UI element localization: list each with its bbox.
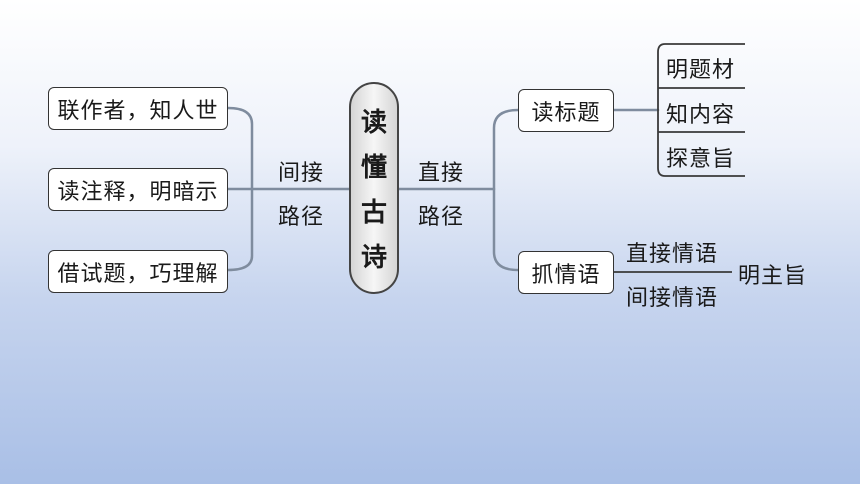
direct-label-bottom: 路径: [418, 205, 465, 230]
center-char-1: 读: [360, 108, 387, 138]
direct-label-top: 直接: [418, 161, 465, 186]
center-topic: 读 懂 古 诗: [349, 82, 399, 294]
indirect-item-3: 借试题，巧理解: [48, 250, 228, 293]
indirect-emotion-words: 间接情语: [626, 286, 719, 311]
grasp-emotion-box: 抓情语: [518, 251, 614, 294]
indirect-item-2: 读注释，明暗示: [48, 168, 228, 211]
center-char-3: 古: [360, 198, 387, 228]
read-title-item-2: 知内容: [666, 103, 736, 128]
main-theme-result: 明主旨: [738, 264, 808, 289]
center-char-2: 懂: [360, 153, 387, 183]
indirect-label-top: 间接: [278, 161, 325, 186]
indirect-label-bottom: 路径: [278, 205, 325, 230]
read-title-item-1: 明题材: [666, 58, 736, 83]
direct-emotion-words: 直接情语: [626, 242, 719, 267]
indirect-item-1: 联作者，知人世: [48, 87, 228, 130]
read-title-item-3: 探意旨: [666, 147, 736, 172]
center-char-4: 诗: [360, 243, 387, 273]
read-title-box: 读标题: [518, 89, 614, 132]
